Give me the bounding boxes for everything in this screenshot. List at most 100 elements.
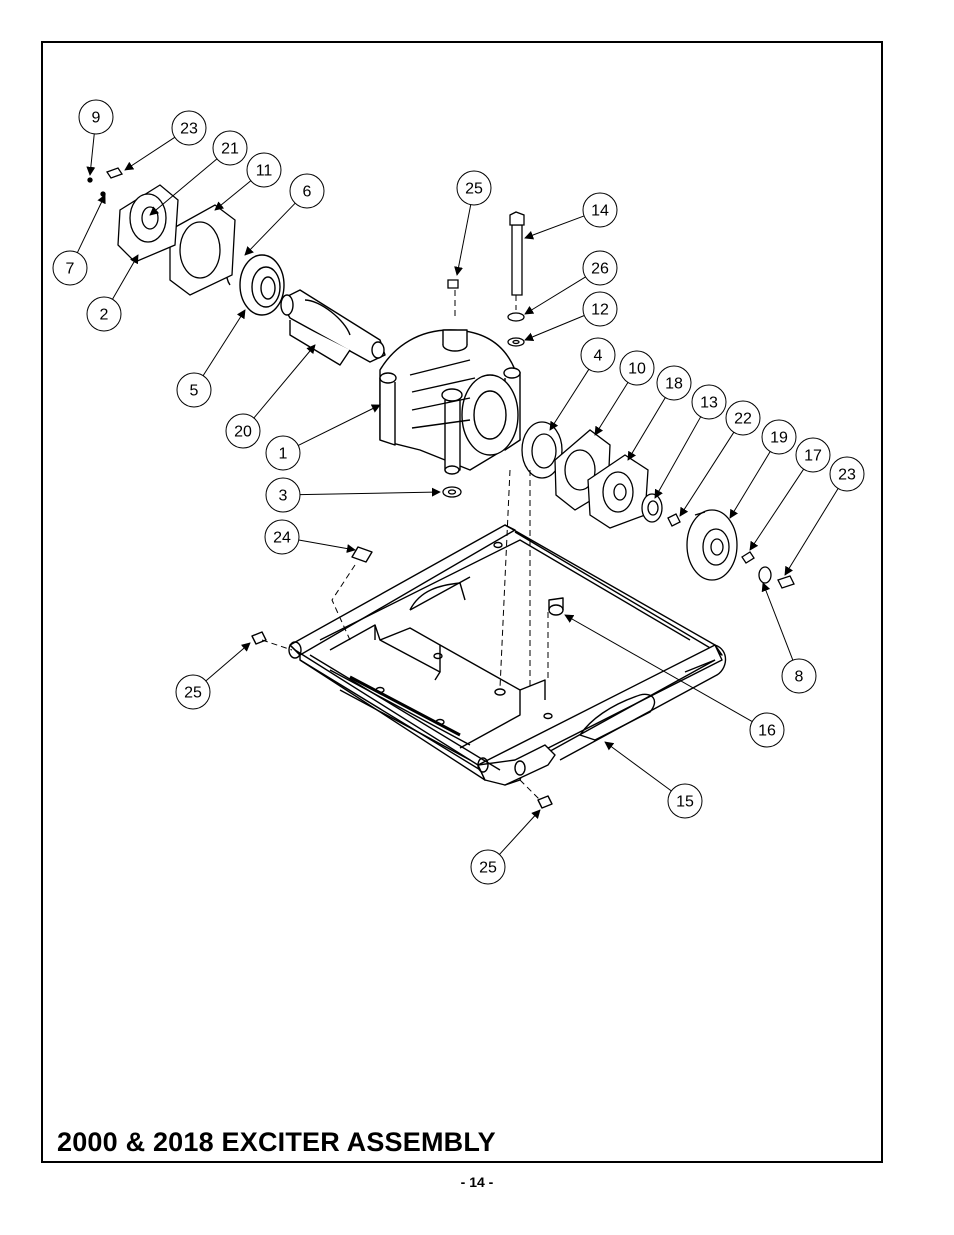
callout-circle [175, 674, 211, 710]
callout-23: 23 [124, 110, 207, 171]
callout-9: 9 [78, 99, 114, 176]
callout-26: 26 [524, 250, 618, 315]
callout-leader [761, 582, 794, 661]
callout-label: 14 [591, 203, 609, 220]
callout-circle [761, 419, 797, 455]
callout-18: 18 [627, 365, 692, 461]
callout-circle [265, 435, 301, 471]
callout-leader [564, 614, 753, 723]
exciter-housing [379, 329, 521, 475]
callout-leader [112, 254, 139, 300]
callout-leader [299, 487, 441, 497]
callout-17: 17 [749, 437, 831, 551]
callout-label: 9 [92, 110, 101, 127]
callout-label: 25 [479, 860, 497, 877]
callout-circle [86, 296, 122, 332]
callout-leader [205, 642, 251, 682]
callout-label: 10 [628, 361, 646, 378]
callout-6: 6 [244, 173, 325, 256]
callout-leader [524, 215, 585, 240]
callout-label: 20 [234, 424, 252, 441]
callout-circle [265, 477, 301, 513]
bearing-left [225, 254, 285, 316]
callout-leader [76, 194, 106, 253]
callout-label: 3 [279, 488, 288, 505]
callout-circle [691, 384, 727, 420]
callout-circle [171, 110, 207, 146]
callout-7: 7 [52, 194, 106, 286]
callout-leader [298, 404, 381, 446]
callout-label: 8 [795, 669, 804, 686]
callout-label: 25 [465, 181, 483, 198]
callout-leader [214, 180, 252, 211]
eccentric-shaft [279, 289, 386, 366]
callout-19: 19 [729, 419, 797, 519]
callout-label: 2 [100, 307, 109, 324]
callout-25: 25 [470, 809, 541, 885]
callout-leader [86, 133, 96, 176]
callout-label: 26 [591, 261, 609, 278]
callout-label: 16 [758, 723, 776, 740]
callout-5: 5 [176, 309, 246, 408]
callout-leader [149, 158, 218, 216]
right-bearing-group [521, 421, 795, 589]
callout-circle [264, 519, 300, 555]
callout-label: 15 [676, 794, 694, 811]
callout-leader [749, 468, 805, 551]
callout-circle [829, 456, 865, 492]
callout-label: 13 [700, 395, 718, 412]
callout-20: 20 [225, 344, 316, 449]
callout-label: 4 [594, 348, 603, 365]
callout-layer: 9232111672520251426124101813221917231324… [52, 99, 865, 885]
callout-circle [246, 152, 282, 188]
callout-8: 8 [761, 582, 817, 694]
callout-25: 25 [454, 170, 492, 276]
callout-leader [784, 488, 839, 576]
left-cover-group [87, 167, 236, 296]
callout-circle [582, 192, 618, 228]
callout-leader [594, 382, 629, 436]
callout-circle [582, 291, 618, 327]
callout-leader [679, 432, 735, 517]
callout-circle [212, 130, 248, 166]
callout-10: 10 [594, 350, 655, 436]
drawing-frame [41, 41, 883, 1163]
callout-leader [524, 315, 585, 342]
callout-label: 17 [804, 448, 822, 465]
callout-11: 11 [214, 152, 282, 211]
callout-label: 22 [734, 411, 752, 428]
callout-circle [289, 173, 325, 209]
callout-24: 24 [264, 519, 356, 555]
callout-23: 23 [784, 456, 865, 576]
callout-circle [656, 365, 692, 401]
callout-leader [253, 344, 316, 419]
callout-circle [795, 437, 831, 473]
callout-leader [627, 397, 666, 461]
callout-label: 21 [221, 141, 239, 158]
callout-leader [499, 809, 541, 855]
page-number: - 14 - [460, 1174, 494, 1190]
callout-label: 25 [184, 685, 202, 702]
callout-leader [202, 309, 246, 376]
callout-2: 2 [86, 254, 139, 332]
callout-circle [582, 250, 618, 286]
callout-label: 5 [190, 383, 199, 400]
callout-leader [298, 539, 356, 554]
callout-circle [225, 413, 261, 449]
callout-circle [667, 783, 703, 819]
callout-circle [580, 337, 616, 373]
callout-label: 12 [591, 302, 609, 319]
callout-1: 1 [265, 404, 381, 471]
callout-13: 13 [654, 384, 727, 499]
callout-label: 23 [180, 121, 198, 138]
assembly-center-lines [261, 290, 549, 801]
callout-3: 3 [265, 477, 441, 513]
callout-label: 23 [838, 467, 856, 484]
callout-4: 4 [549, 337, 616, 431]
callout-label: 11 [256, 163, 273, 180]
callout-circle [749, 712, 785, 748]
callout-leader [524, 276, 586, 315]
callout-label: 6 [303, 184, 312, 201]
page-title: 2000 & 2018 EXCITER ASSEMBLY [57, 1127, 496, 1157]
